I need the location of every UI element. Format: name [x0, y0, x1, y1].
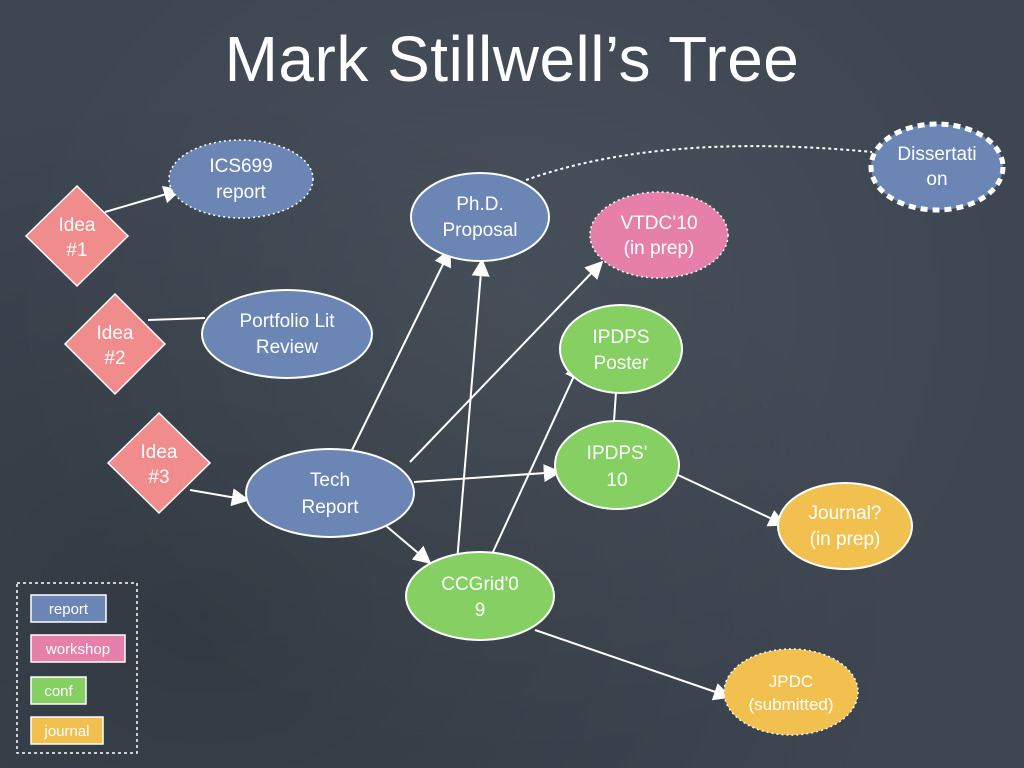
edge-tech-vtdc [409, 260, 604, 463]
legend-label-conf: conf [44, 683, 73, 700]
legend-frame [16, 582, 138, 754]
node-vtdc: VTDC’10 (in prep) [589, 191, 729, 279]
legend-item-journal: journal [30, 716, 104, 745]
legend-item-conf: conf [30, 676, 87, 705]
node-portfolio: Portfolio Lit Review [201, 289, 373, 379]
node-ccgrid-line1: CCGrid'0 [441, 574, 519, 595]
legend-item-workshop: workshop [30, 634, 126, 663]
node-vtdc-line2: (in prep) [624, 238, 695, 259]
node-ccgrid-line2: 9 [475, 600, 486, 621]
edge-ipdps10-poster [613, 391, 617, 422]
node-tech-line2: Report [301, 497, 359, 518]
edge-idea1-ics699 [104, 185, 182, 213]
edge-ccgrid-ipdps-poster [486, 361, 582, 566]
node-jpdc-line1: JPDC [769, 672, 813, 691]
edge-ccgrid-jpdc [534, 629, 732, 701]
node-ipdps10: IPDPS' 10 [554, 420, 680, 510]
node-idea1-line1: Idea [59, 215, 96, 236]
edge-ipdps10-journal [677, 474, 787, 527]
node-tech-line1: Tech [310, 470, 350, 491]
legend-label-report: report [49, 601, 89, 618]
edge-phd-dissertation [525, 145, 873, 181]
edge-tech-phd [351, 248, 451, 451]
node-portfolio-line2: Review [256, 337, 319, 358]
node-ics699-line1: ICS699 [209, 156, 272, 177]
node-idea2-line1: Idea [97, 323, 134, 344]
node-idea2-line2: #2 [104, 348, 125, 369]
node-phd-proposal: Ph.D. Proposal [410, 172, 550, 262]
node-idea2: Idea #2 [63, 292, 167, 396]
node-ipdps-poster: IPDPS Poster [559, 304, 683, 394]
node-idea1-line2: #1 [66, 240, 87, 261]
node-ipdps-poster-line1: IPDPS [592, 327, 649, 348]
node-journal-line1: Journal? [809, 503, 882, 524]
node-dissertation: Dissertati on [868, 121, 1006, 213]
edge-idea3-tech [189, 488, 250, 507]
edge-tech-ccgrid [384, 524, 432, 565]
node-jpdc-line2: (submitted) [748, 695, 833, 714]
node-dissertation-line1: Dissertati [897, 144, 976, 165]
node-vtdc-line1: VTDC’10 [620, 213, 697, 234]
node-idea3-line2: #3 [148, 467, 169, 488]
node-journal: Journal? (in prep) [777, 482, 913, 570]
node-ipdps-poster-line2: Poster [594, 353, 650, 374]
node-dissertation-line2: on [926, 169, 947, 190]
edge-tech-ipdps10 [413, 464, 562, 483]
node-phd-line2: Proposal [443, 220, 518, 241]
legend-label-workshop: workshop [45, 641, 110, 658]
node-ccgrid: CCGrid'0 9 [405, 551, 555, 641]
node-idea1: Idea #1 [24, 184, 130, 288]
node-idea3: Idea #3 [106, 411, 212, 515]
node-ics699: ICS699 report [168, 139, 314, 219]
node-idea3-line1: Idea [141, 442, 178, 463]
node-portfolio-line1: Portfolio Lit [239, 311, 335, 332]
legend: report workshop conf journal [16, 582, 138, 754]
edge-idea2-portfolio [147, 317, 206, 321]
node-ipdps10-line2: 10 [606, 470, 627, 491]
node-jpdc: JPDC (submitted) [723, 648, 859, 736]
legend-item-report: report [30, 594, 107, 623]
node-ipdps10-line1: IPDPS' [587, 443, 648, 464]
node-journal-line2: (in prep) [810, 529, 881, 550]
legend-label-journal: journal [43, 723, 89, 740]
page-title: Mark Stillwell’s Tree [224, 23, 800, 95]
edge-ccgrid-phd [456, 258, 490, 563]
node-ics699-line2: report [216, 182, 266, 203]
node-phd-line1: Ph.D. [456, 194, 504, 215]
node-tech-report: Tech Report [245, 448, 415, 538]
